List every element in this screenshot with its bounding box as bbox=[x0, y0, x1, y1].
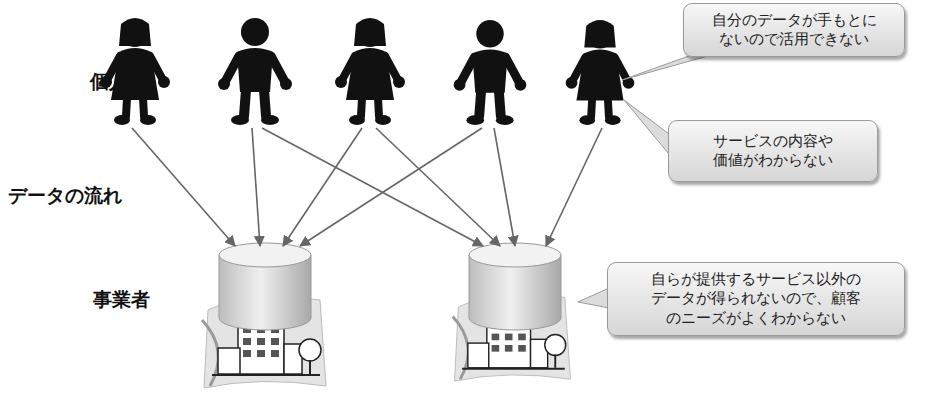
callout-body: サービスの内容や 価値がわからない bbox=[679, 132, 867, 171]
persons bbox=[100, 18, 634, 125]
callout-text: 自らが提供するサービス以外の データが得られないので、顧客 のニーズがよくわから… bbox=[618, 270, 894, 329]
person-figure bbox=[454, 20, 527, 125]
person-figure bbox=[566, 20, 635, 125]
database-top bbox=[469, 243, 561, 267]
flow-arrow bbox=[494, 128, 515, 246]
flow-arrow bbox=[252, 128, 260, 246]
flow-arrow bbox=[300, 128, 482, 246]
row-label: 個人 bbox=[90, 69, 128, 95]
database-top bbox=[219, 243, 311, 267]
callout-body: 自らが提供するサービス以外の データが得られないので、顧客 のニーズがよくわから… bbox=[618, 270, 894, 329]
callout-box: 自分のデータが手もとに ないので活用できない bbox=[683, 3, 905, 57]
flow-arrow bbox=[546, 128, 602, 246]
callout-pointer bbox=[624, 100, 669, 154]
flow-arrow bbox=[376, 128, 500, 246]
callout-text: 自分のデータが手もとに ないので活用できない bbox=[694, 11, 894, 50]
person-figure bbox=[335, 18, 405, 125]
callout-body: 自分のデータが手もとに ないので活用できない bbox=[694, 11, 894, 50]
flow-arrow bbox=[283, 128, 362, 246]
callout-box: サービスの内容や 価値がわからない bbox=[668, 120, 878, 182]
row-label: 事業者 bbox=[93, 287, 150, 313]
databases bbox=[219, 243, 561, 330]
flow-arrow bbox=[132, 128, 235, 246]
callout-text: サービスの内容や 価値がわからない bbox=[679, 132, 867, 171]
person-figure bbox=[218, 18, 292, 125]
row-label: データの流れ bbox=[8, 183, 122, 209]
flow-arrow bbox=[262, 128, 483, 246]
callout-box: 自らが提供するサービス以外の データが得られないので、顧客 のニーズがよくわから… bbox=[607, 262, 905, 336]
data-flow-arrows bbox=[132, 128, 602, 246]
callout-pointer bbox=[578, 288, 609, 308]
